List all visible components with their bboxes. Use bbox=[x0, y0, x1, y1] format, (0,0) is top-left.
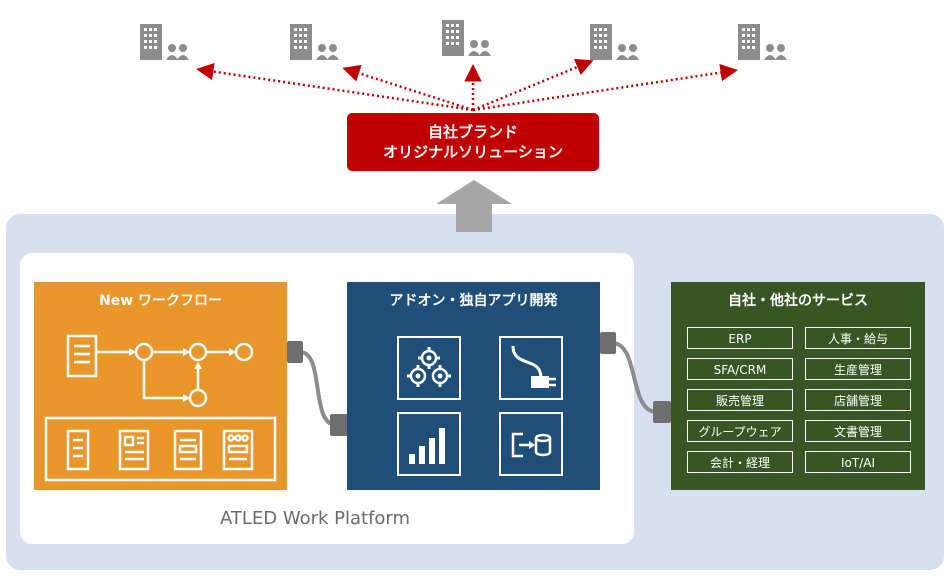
service-item-iot-ai: IoT/AI bbox=[805, 451, 911, 473]
service-item-production: 生産管理 bbox=[805, 358, 911, 380]
arrow-to-client-4 bbox=[472, 58, 594, 112]
service-item-groupware: グループウェア bbox=[687, 420, 793, 442]
workflow-diagram-icon bbox=[44, 334, 277, 482]
plug-icon bbox=[653, 401, 671, 423]
services-panel: 自社・他社のサービス ERP 人事・給与 SFA/CRM 生産管理 販売管理 店… bbox=[671, 282, 925, 490]
service-item-sales: 販売管理 bbox=[687, 389, 793, 411]
workflow-panel: New ワークフロー bbox=[34, 282, 287, 490]
service-item-documents: 文書管理 bbox=[805, 420, 911, 442]
arrow-to-client-1 bbox=[196, 62, 474, 112]
services-title: 自社・他社のサービス bbox=[728, 293, 868, 309]
bar-chart-icon bbox=[397, 412, 461, 476]
addon-title: アドオン・独自アプリ開発 bbox=[389, 293, 558, 309]
service-item-store: 店舗管理 bbox=[805, 389, 911, 411]
service-item-hr-payroll: 人事・給与 bbox=[805, 327, 911, 349]
plug-icon bbox=[287, 341, 303, 363]
data-export-icon bbox=[499, 412, 563, 476]
building-people-icon bbox=[590, 24, 639, 60]
up-arrow-icon bbox=[436, 180, 512, 232]
workflow-title: New ワークフロー bbox=[98, 293, 223, 309]
building-people-icon bbox=[290, 24, 339, 60]
plug-icon bbox=[330, 414, 348, 436]
brand-line-1: 自社ブランド bbox=[427, 123, 518, 141]
arrow-to-client-5 bbox=[472, 63, 738, 112]
building-people-icon bbox=[738, 24, 787, 60]
arrow-to-client-2 bbox=[342, 64, 474, 112]
plug-icon bbox=[600, 332, 616, 354]
building-people-icon bbox=[442, 20, 491, 56]
plug-cable-icon bbox=[499, 336, 563, 400]
service-item-erp: ERP bbox=[687, 327, 793, 349]
brand-solution-box: 自社ブランド オリジナルソリューション bbox=[347, 113, 599, 171]
gears-icon bbox=[397, 336, 461, 400]
service-item-accounting: 会計・経理 bbox=[687, 451, 793, 473]
addon-panel: アドオン・独自アプリ開発 bbox=[347, 282, 600, 490]
building-people-icon bbox=[140, 24, 189, 60]
platform-label: ATLED Work Platform bbox=[219, 508, 411, 529]
brand-line-2: オリジナルソリューション bbox=[383, 143, 563, 161]
service-item-sfa-crm: SFA/CRM bbox=[687, 358, 793, 380]
